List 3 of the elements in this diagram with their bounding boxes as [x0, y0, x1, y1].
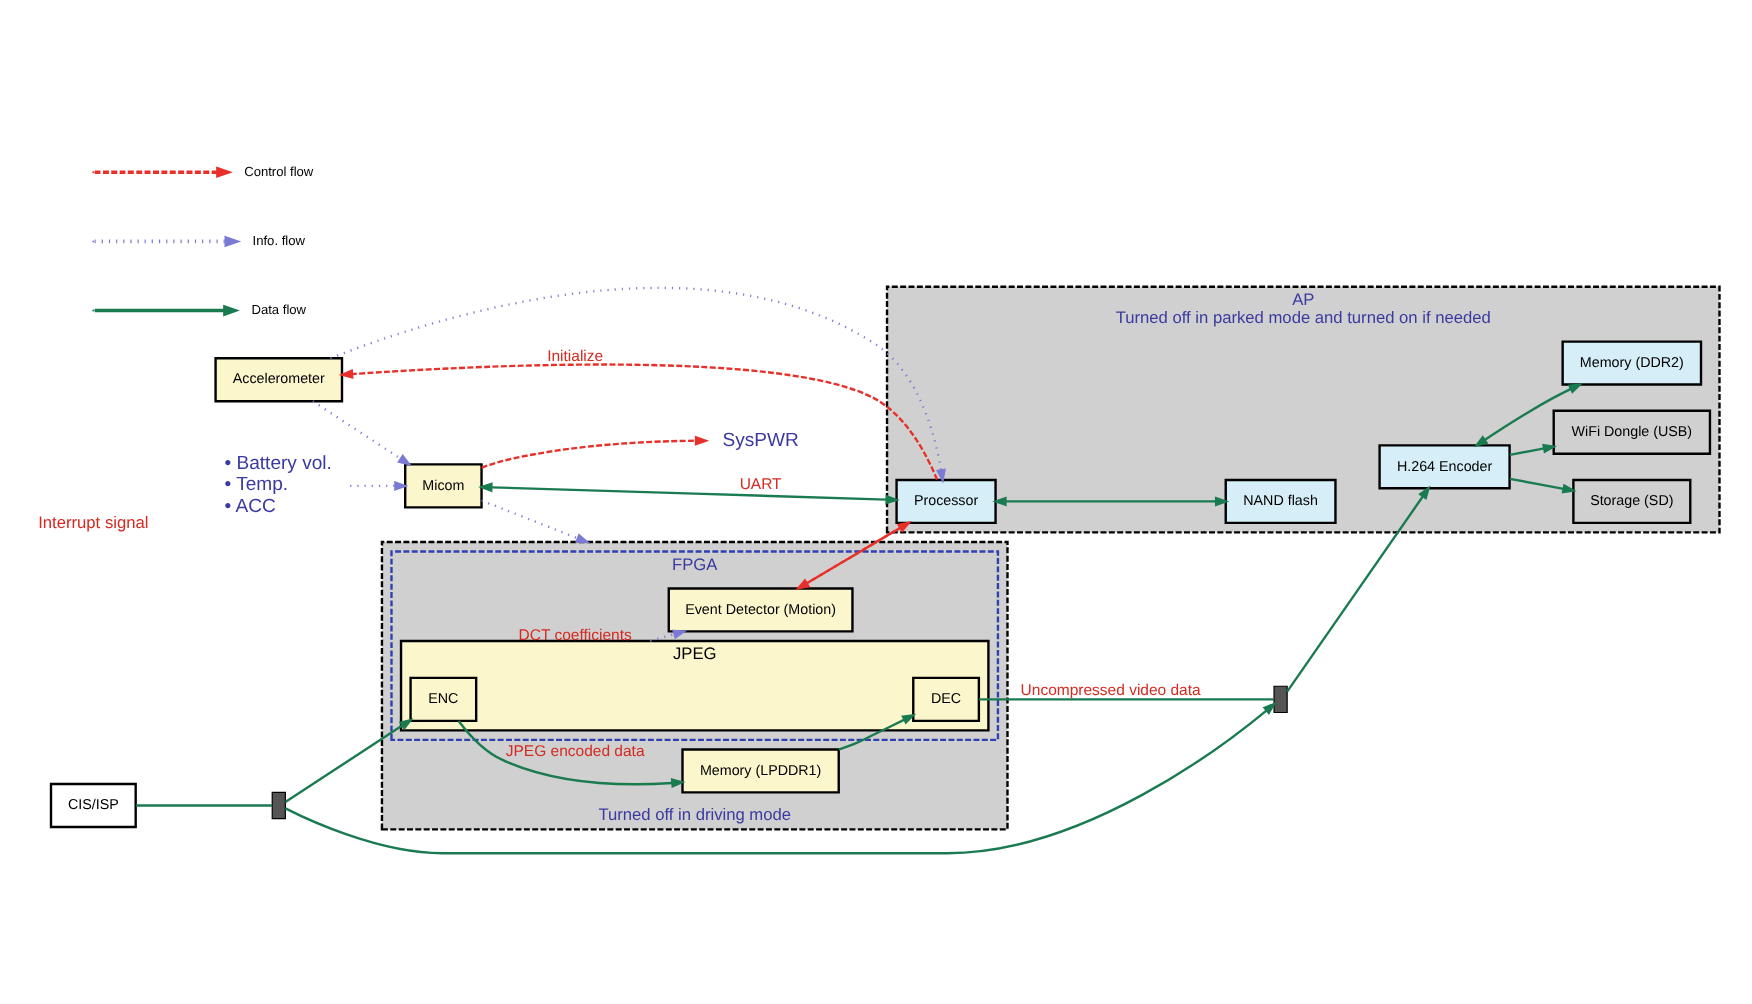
node-text: • Battery vol. • Temp. • ACC	[224, 452, 332, 518]
label: Interrupt signal	[38, 512, 149, 533]
node-text: SysPWR	[722, 430, 799, 453]
